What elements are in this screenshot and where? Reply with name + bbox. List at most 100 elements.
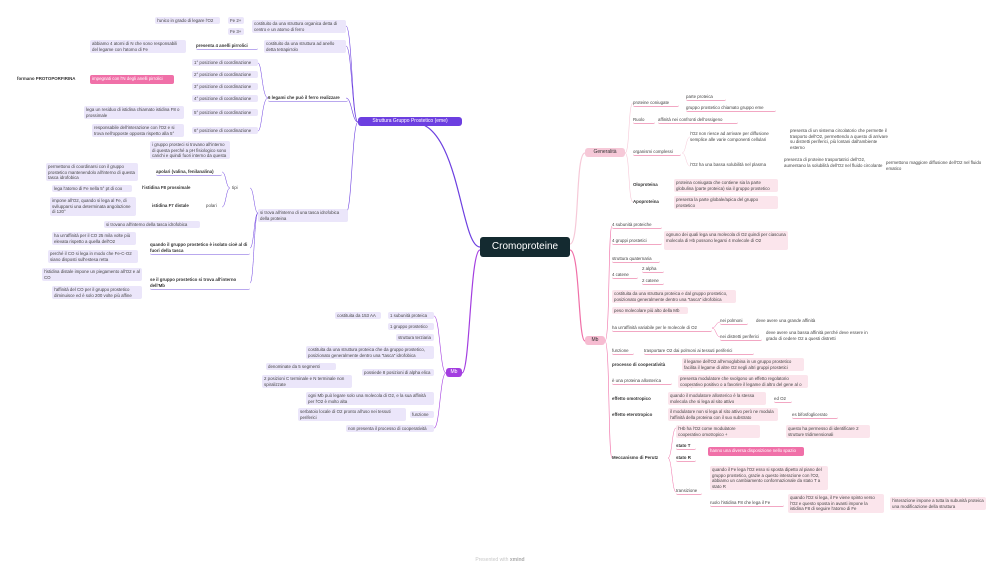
tasca-node[interactable]: si trova all'interno di una tasca idrofo… (258, 209, 348, 222)
complessi[interactable]: organismi complessi (633, 149, 681, 156)
coniugate-note-2[interactable]: gruppo prostetico chiamato gruppo eme (686, 105, 776, 112)
ruolo[interactable]: Ruolo (633, 117, 655, 124)
funzione-note-1[interactable]: ogni Mb può legare solo una molecola di … (306, 392, 434, 405)
subunita-note[interactable]: costituita da 153 AA (335, 312, 381, 319)
mb-left-branch[interactable]: Mb (446, 368, 462, 377)
perutz-note-2[interactable]: questo ha permesso di identificare 2 str… (786, 425, 870, 438)
funzione-right-note[interactable]: trasportare O2 dai polmoni ai tessuti pe… (644, 348, 754, 355)
mb-funzione[interactable]: funzione (410, 411, 434, 418)
istidina-f8-note[interactable]: lega l'atomo di Fe nella 5° pt di coo (52, 185, 132, 192)
distretti[interactable]: nei distretti periferici (720, 334, 762, 341)
non-coop[interactable]: non presenta il processo di cooperativit… (346, 425, 434, 432)
tasca-end[interactable]: si trovano all'interno della tasca idrof… (104, 221, 200, 228)
mb-note-1[interactable]: l'istidina distale impone un piegamento … (42, 268, 142, 281)
o2-sol-end[interactable]: permettono maggiore diffusione dell'O2 n… (886, 160, 982, 171)
root-node[interactable]: Cromoproteine (480, 237, 570, 257)
coniugate-note-1[interactable]: parte proteica (686, 94, 726, 101)
quaternaria[interactable]: struttura quaternaria (612, 256, 660, 263)
transizione[interactable]: transizione (676, 488, 702, 495)
funzione-right[interactable]: funzione (612, 348, 634, 355)
apoproteina-note[interactable]: presenta la parte globale/apica del grup… (674, 196, 778, 209)
impegnati-node[interactable]: impegnati con l'N degli anelli pirrolici (90, 75, 174, 84)
pos-2[interactable]: 2° posizione di coordinazione (192, 71, 258, 78)
coniugate[interactable]: proteine coniugate (633, 100, 679, 107)
mb-tasca[interactable]: costituita da una struttura proteica che… (306, 346, 434, 359)
polmoni-note[interactable]: deve avere una grande affinità (756, 318, 816, 323)
generalita-branch[interactable]: Generalità (585, 148, 625, 157)
gruppi-right[interactable]: 4 gruppi prostetici (612, 238, 662, 245)
perutz-note[interactable]: l'Hb ha l'O2 come modulatore cooperativo… (676, 425, 760, 438)
o2-sol-note[interactable]: presenza di proteine trasportatrici dell… (784, 157, 883, 168)
coop-note[interactable]: il legame dell'O2 all'emoglobina in un g… (682, 358, 804, 371)
pos6-note[interactable]: responsabile dell'interazione con l'O2 e… (92, 124, 184, 137)
stato-r-note[interactable]: hanno una diversa disposizione nello spa… (708, 447, 804, 456)
stato-t[interactable]: stato T (676, 443, 696, 450)
alfa-node[interactable]: possiede 8 posizioni di alpha elica (362, 369, 434, 376)
eterotropico-note[interactable]: il modulatore non si lega al sito attivo… (668, 408, 778, 421)
pos-3[interactable]: 3° posizione di coordinazione (192, 83, 258, 90)
isolato-note-1[interactable]: ha un'affinità per il CO 25 mila volte p… (52, 232, 136, 245)
mb-node[interactable]: se il gruppo prostetico si trova all'int… (150, 277, 250, 290)
affinita[interactable]: ha un'affinità variabile per le molecole… (612, 325, 712, 332)
oloproteina-note[interactable]: proteina coniugata che contiene sia la p… (674, 179, 778, 192)
legami-node[interactable]: 6 legami che può il ferro realizzare (268, 95, 348, 102)
omotropico-note[interactable]: quando il modulatore allosterico è la st… (668, 392, 766, 405)
catene-alpha[interactable]: 2 alpha (642, 266, 664, 273)
isolato-note-2[interactable]: perché il CO si lega in modo che Fe-C-O2… (48, 250, 138, 263)
distretti-note[interactable]: deve avere una bassa affinità perché dev… (766, 330, 868, 341)
omotropico-end[interactable]: ed O2 (774, 396, 792, 403)
costituito-organica[interactable]: costituito da una struttura organica det… (252, 20, 346, 33)
gruppi-note[interactable]: ognuno dei quali lega una molecola di O2… (664, 231, 788, 250)
catene[interactable]: 4 catene (612, 272, 638, 279)
perutz[interactable]: Meccanismo di Perutz (612, 455, 659, 460)
pos-6[interactable]: 6° posizione di coordinazione (192, 127, 258, 134)
o2-diff-note[interactable]: presenta di un sistema circolatorio che … (790, 128, 888, 150)
funzione-note-2[interactable]: serbatoio locale di O2 pronto all'uso ne… (298, 408, 406, 421)
istidina-f8[interactable]: l'istidina F8 prossimale (142, 185, 191, 190)
fe-note[interactable]: l'unico in grado di legare l'O2 (155, 17, 220, 24)
tasca-intro[interactable]: i gruppo prosteci si trovano all'interno… (150, 141, 230, 159)
pos-1[interactable]: 1° posizione di coordinazione (192, 59, 258, 66)
o2-sol[interactable]: l'O2 ha una bassa solubilità nel plasma (690, 162, 767, 167)
mb-right-tasca[interactable]: costituita da una struttura proteica e d… (612, 290, 736, 303)
costituito-tetrapirrolo[interactable]: costituito da una struttura ad anello de… (264, 40, 346, 53)
polmoni[interactable]: nei polmoni (720, 318, 748, 325)
isolato-node[interactable]: quando il gruppo prostetico è isolato ci… (150, 242, 250, 255)
gruppo-prostetico[interactable]: 1 gruppo prostetico (388, 323, 434, 330)
catene-beta[interactable]: 2 catene (642, 278, 664, 285)
ruolo-note[interactable]: affinità nei confronti dell'ossigeno (658, 117, 738, 124)
pos-5[interactable]: 5° posizione di coordinazione (192, 109, 258, 116)
peso[interactable]: peso molecolare più alto della Mb (612, 307, 688, 314)
apolari-node[interactable]: apolari (valina, fenilanalina) (156, 169, 222, 176)
subunita-right[interactable]: 4 subunità proteiche (612, 222, 662, 229)
eterotropico[interactable]: effetto eterotropico (612, 412, 653, 417)
stato-r[interactable]: stato R (676, 455, 696, 462)
pos5-note[interactable]: lega un residuo di istidina chiamato ist… (84, 106, 184, 119)
o2-diff[interactable]: l'O2 non riesce ad arrivare per diffusio… (690, 131, 769, 142)
pos-4[interactable]: 4° posizione di coordinazione (192, 95, 258, 102)
polari-node[interactable]: polari (206, 203, 217, 208)
struttura-branch[interactable]: Struttura Gruppo Prostetico (eme) (358, 117, 462, 126)
fe-3[interactable]: Fe 3+ (228, 28, 244, 35)
ruolo-f8-end[interactable]: l'interazione impone a tutta la subunità… (890, 497, 986, 510)
allosterica-note[interactable]: presenta modulatore che svolgono un effe… (678, 375, 808, 388)
ruolo-f8[interactable]: ruolo l'istidina F8 che lega il Fe (710, 500, 784, 507)
istidina-f7[interactable]: istidina F7 distale (152, 203, 189, 208)
tipi-node[interactable]: tipi (232, 185, 238, 190)
alfa-note-1[interactable]: denominate da 5 segmenti denominati A-H (266, 363, 336, 370)
fe-2[interactable]: Fe 2+ (228, 17, 244, 24)
ruolo-f8-note[interactable]: quando l'O2 si lega, il Fe viene spinto … (788, 494, 884, 513)
alfa-note-2[interactable]: 2 posizioni C terminale e N terminale no… (262, 375, 352, 388)
eterotropico-end[interactable]: es bifosfoglicerato (792, 412, 838, 419)
oloproteina[interactable]: Oloproteina (633, 182, 658, 187)
pirroli-note[interactable]: abbiamo 4 atomi di N che sono responsabi… (90, 40, 186, 53)
mb-right-branch[interactable]: Mb (585, 336, 605, 345)
omotropico[interactable]: effetto omotropico (612, 396, 651, 401)
apoproteina[interactable]: Apoproteina (633, 199, 659, 204)
coop[interactable]: processo di cooperatività (612, 362, 666, 367)
apolari-note[interactable]: permettono di coordinarsi con il gruppo … (46, 163, 138, 181)
allosterica[interactable]: è una proteina allosterica (612, 378, 672, 385)
transizione-note[interactable]: quando il Fe lega l'O2 esso si sposta di… (710, 466, 828, 490)
struttura-terziaria[interactable]: struttura terziaria (396, 334, 434, 341)
subunita[interactable]: 1 subunità proteica (388, 312, 434, 319)
